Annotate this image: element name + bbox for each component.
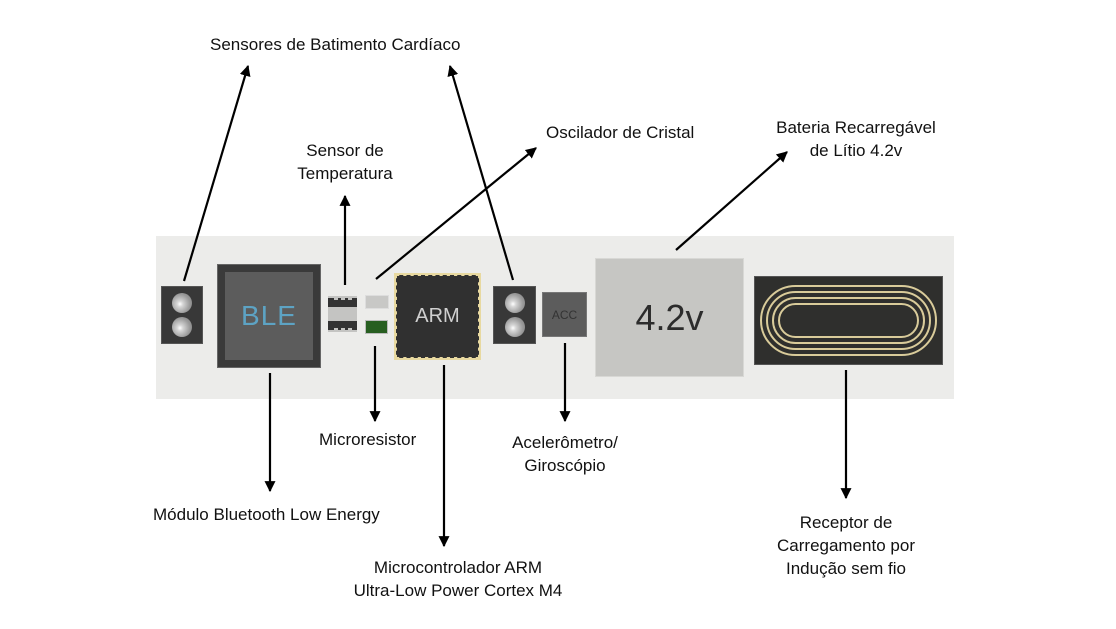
arm-pin: [478, 275, 481, 279]
label-heart-sensors: Sensores de Batimento Cardíaco: [210, 33, 460, 56]
label-microresistor-text: Microresistor: [319, 430, 417, 449]
arm-pin: [478, 296, 481, 300]
arrow-heart-right: [447, 64, 515, 281]
arm-pin: [478, 354, 481, 358]
battery-label: 4.2v: [635, 296, 704, 338]
arm-pin: [439, 357, 443, 360]
arm-pin: [478, 325, 481, 329]
label-microresistor: Microresistor: [319, 428, 416, 451]
arrow-crystal: [375, 147, 537, 280]
label-battery-line2: de Lítio 4.2v: [809, 141, 903, 160]
arm-pin: [478, 289, 481, 293]
label-crystal-text: Oscilador de Cristal: [546, 123, 695, 142]
arm-pin: [417, 273, 421, 276]
arm-pin: [396, 273, 400, 276]
arm-pin: [403, 357, 407, 360]
arm-pin: [394, 354, 397, 358]
arm-pin: [446, 273, 450, 276]
arm-pin: [417, 357, 421, 360]
arm-pin: [394, 304, 397, 308]
arm-microcontroller: ARM: [394, 273, 481, 360]
label-wireless-line2: Carregamento por: [777, 536, 915, 555]
accelerometer-chip: ACC: [542, 292, 587, 337]
arm-pin: [432, 357, 436, 360]
arm-pin: [394, 347, 397, 351]
label-mcu-line2: Ultra-Low Power Cortex M4: [353, 581, 563, 600]
label-temp-line1: Sensor de: [306, 141, 384, 160]
arm-pin: [394, 289, 397, 293]
label-wireless-line1: Receptor de: [799, 513, 893, 532]
arm-pin: [394, 275, 397, 279]
arm-pin: [432, 273, 436, 276]
label-accel-line2: Giroscópio: [524, 456, 606, 475]
label-temp-sensor: Sensor de Temperatura: [285, 139, 405, 185]
arm-pin: [478, 333, 481, 337]
arm-pin: [461, 273, 465, 276]
arm-pin: [410, 273, 414, 276]
temperature-sensor: [328, 296, 357, 332]
label-accel-line1: Acelerômetro/: [512, 433, 618, 452]
arm-pin: [475, 273, 479, 276]
arm-pin: [394, 340, 397, 344]
arm-pin: [394, 311, 397, 315]
arm-pin: [394, 318, 397, 322]
battery: 4.2v: [595, 258, 744, 377]
arm-pin: [478, 347, 481, 351]
arm-pin: [454, 273, 458, 276]
arrow-battery: [675, 151, 788, 251]
arm-pin: [454, 357, 458, 360]
arm-pin: [394, 333, 397, 337]
arm-pin: [425, 357, 429, 360]
label-mcu: Microcontrolador ARM Ultra-Low Power Cor…: [330, 556, 586, 602]
arm-pin: [468, 273, 472, 276]
label-accelerometer: Acelerômetro/ Giroscópio: [500, 431, 630, 477]
arm-pin: [478, 340, 481, 344]
arm-pin: [394, 325, 397, 329]
arm-pin: [394, 282, 397, 286]
arm-pin: [410, 357, 414, 360]
arm-pin: [439, 273, 443, 276]
arm-pin: [446, 357, 450, 360]
ble-module: BLE: [217, 264, 321, 368]
arm-pins: [394, 273, 481, 360]
label-crystal: Oscilador de Cristal: [546, 121, 694, 144]
label-ble-module: Módulo Bluetooth Low Energy: [153, 503, 380, 526]
arm-pin: [425, 273, 429, 276]
crystal-oscillator: [365, 295, 389, 309]
label-battery-line1: Bateria Recarregável: [776, 118, 936, 137]
heart-sensor-right: [493, 286, 536, 344]
wireless-charging-coil: [754, 276, 943, 365]
label-wireless-line3: Indução sem fio: [785, 559, 906, 578]
arrow-heart-left: [182, 64, 251, 282]
arm-pin: [403, 273, 407, 276]
microresistor: [365, 320, 388, 334]
arm-pin: [478, 318, 481, 322]
arm-pin: [478, 311, 481, 315]
coil-traces: [760, 285, 937, 356]
label-wireless-charging: Receptor de Carregamento por Indução sem…: [756, 511, 936, 580]
arm-pin: [478, 282, 481, 286]
arm-pin: [461, 357, 465, 360]
arm-pin: [468, 357, 472, 360]
arm-pin: [478, 304, 481, 308]
arm-chip-label: ARM: [415, 305, 460, 327]
label-mcu-line1: Microcontrolador ARM: [373, 558, 543, 577]
acc-chip-label: ACC: [551, 307, 578, 322]
label-battery: Bateria Recarregável de Lítio 4.2v: [766, 116, 946, 162]
heart-sensor-left: [161, 286, 203, 344]
arm-pin: [396, 357, 400, 360]
ble-chip-label: BLE: [241, 300, 297, 331]
arm-pin: [475, 357, 479, 360]
label-temp-line2: Temperatura: [297, 164, 393, 183]
arm-pin: [394, 296, 397, 300]
label-heart-sensors-text: Sensores de Batimento Cardíaco: [210, 35, 461, 54]
label-ble-text: Módulo Bluetooth Low Energy: [153, 505, 380, 524]
